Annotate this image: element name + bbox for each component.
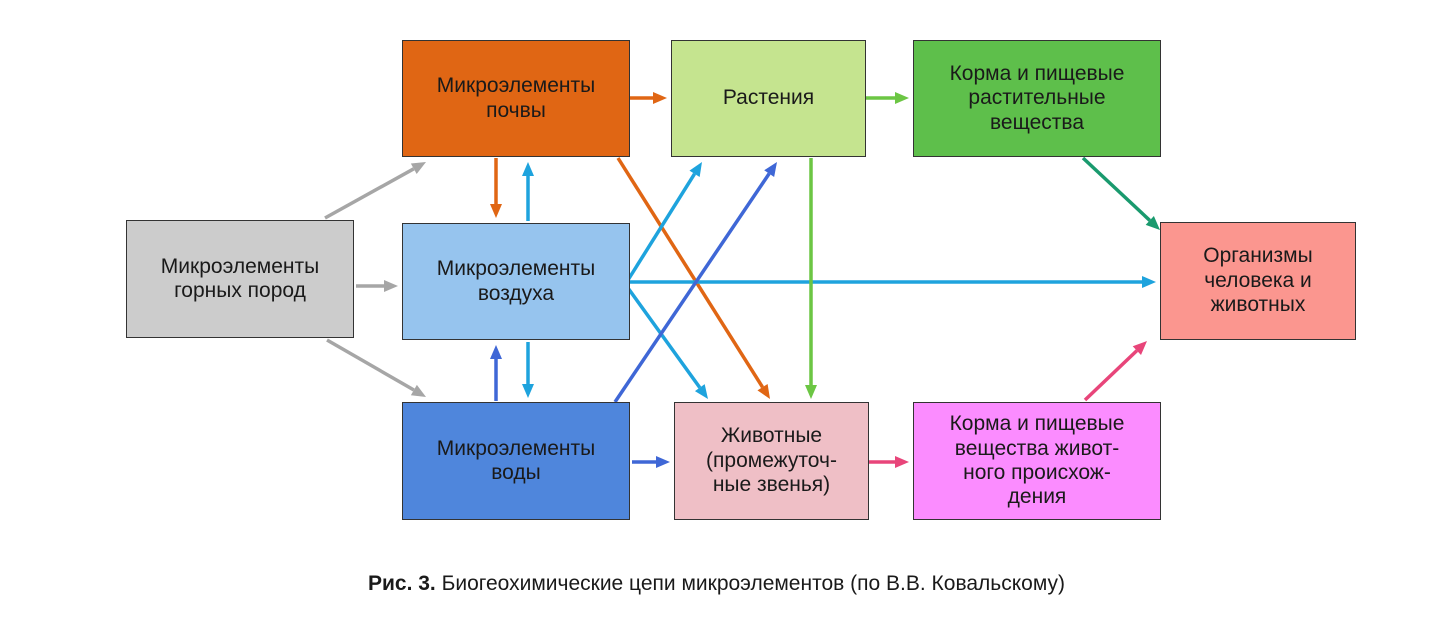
arrow-air-to-organisms bbox=[630, 276, 1156, 288]
arrow-rocks-to-air bbox=[356, 280, 398, 292]
arrow-air-to-plants bbox=[626, 162, 702, 281]
node-organisms: Организмы человека и животных bbox=[1160, 222, 1356, 340]
arrow-soil-to-animals bbox=[616, 157, 770, 399]
arrows-layer bbox=[324, 92, 1160, 468]
arrow-rocks-to-soil bbox=[324, 162, 426, 220]
node-air-microelements: Микроэлементы воздуха bbox=[402, 223, 630, 340]
arrow-water-to-animals bbox=[632, 456, 670, 468]
figure-caption-label: Рис. 3. bbox=[367, 572, 436, 595]
arrow-plantfeed-to-organisms bbox=[1081, 156, 1160, 230]
arrow-plants-to-plantfeed bbox=[866, 92, 909, 104]
figure-caption: Рис. 3. Биогеохимические цепи микроэлеме… bbox=[0, 572, 1433, 596]
arrow-rocks-to-water bbox=[326, 338, 426, 397]
arrow-animalfeed-to-organisms bbox=[1083, 341, 1147, 402]
node-plants: Растения bbox=[671, 40, 866, 157]
node-soil-microelements: Микроэлементы почвы bbox=[402, 40, 630, 157]
node-animal-feed: Корма и пищевые вещества живот- ного про… bbox=[913, 402, 1161, 520]
arrow-soil-to-plants bbox=[630, 92, 667, 104]
node-water-microelements: Микроэлементы воды bbox=[402, 402, 630, 520]
node-plant-feed: Корма и пищевые растительные вещества bbox=[913, 40, 1161, 157]
figure-caption-text: Биогеохимические цепи микроэлементов (по… bbox=[435, 572, 1066, 595]
arrow-soil-to-air bbox=[490, 158, 502, 218]
arrow-water-to-plants bbox=[613, 162, 777, 403]
arrow-plants-to-animals bbox=[805, 158, 817, 399]
arrow-air-to-animals bbox=[626, 286, 708, 399]
biogeochemical-chain-diagram: Микроэлементы горных пород Микроэлементы… bbox=[126, 40, 1356, 520]
node-animals-intermediate: Животные (промежуточ- ные звенья) bbox=[674, 402, 869, 520]
arrow-water-to-air bbox=[490, 345, 502, 401]
arrow-air-to-soil bbox=[522, 162, 534, 221]
arrow-animals-to-animalfeed bbox=[869, 456, 909, 468]
arrow-air-to-water bbox=[522, 342, 534, 398]
node-rock-microelements: Микроэлементы горных пород bbox=[126, 220, 354, 338]
